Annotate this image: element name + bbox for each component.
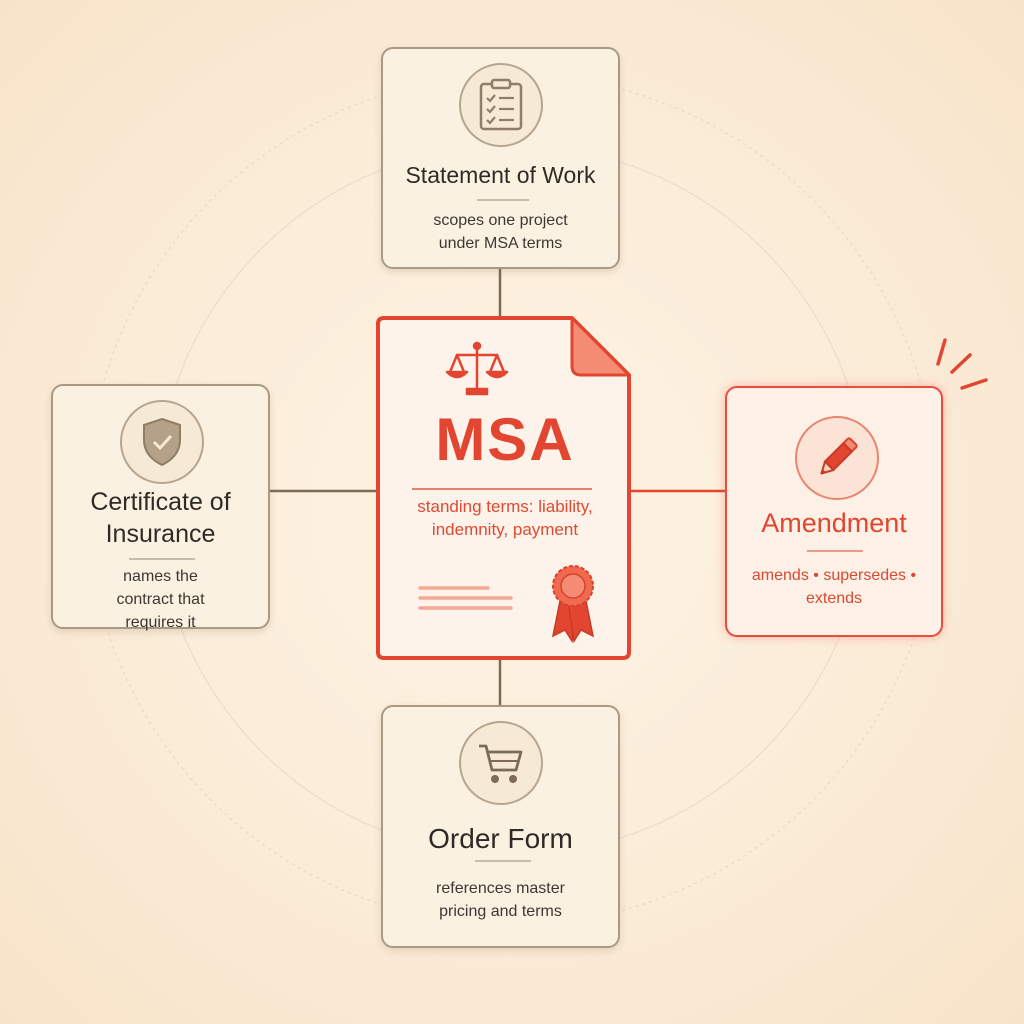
order-form-card: Order Form references master pricing and… xyxy=(381,705,620,948)
msa-divider xyxy=(412,488,592,490)
certificate-of-insurance-card: Certificate of Insurance names the contr… xyxy=(51,384,270,631)
shield-check-icon xyxy=(120,400,204,484)
card-title: Amendment xyxy=(761,508,907,538)
msa-document-fold xyxy=(570,316,631,377)
card-divider xyxy=(477,199,529,201)
amendment-card: Amendment amends • supersedes • extends xyxy=(725,386,943,637)
card-description: names the contract that requires it xyxy=(116,568,205,631)
msa-terms: standing terms: liability, indemnity, pa… xyxy=(417,497,593,539)
pencil-icon xyxy=(795,416,879,500)
shopping-cart-icon xyxy=(459,721,543,805)
card-title: Certificate of Insurance xyxy=(90,488,231,548)
text-lines xyxy=(418,586,513,610)
card-divider xyxy=(807,550,863,552)
card-title: Statement of Work xyxy=(405,162,596,188)
msa-title: MSA xyxy=(435,406,575,473)
card-description: scopes one project under MSA terms xyxy=(433,212,568,252)
card-description: amends • supersedes • extends xyxy=(751,567,917,607)
scales-icon xyxy=(445,341,509,396)
checklist-clipboard-icon xyxy=(459,63,543,147)
card-title: Order Form xyxy=(428,823,573,854)
statement-of-work-card: Statement of Work scopes one project und… xyxy=(381,47,620,269)
card-description: references master pricing and terms xyxy=(436,880,565,920)
card-divider xyxy=(129,558,195,560)
card-divider xyxy=(475,860,531,862)
rosette-seal-icon xyxy=(551,565,595,644)
